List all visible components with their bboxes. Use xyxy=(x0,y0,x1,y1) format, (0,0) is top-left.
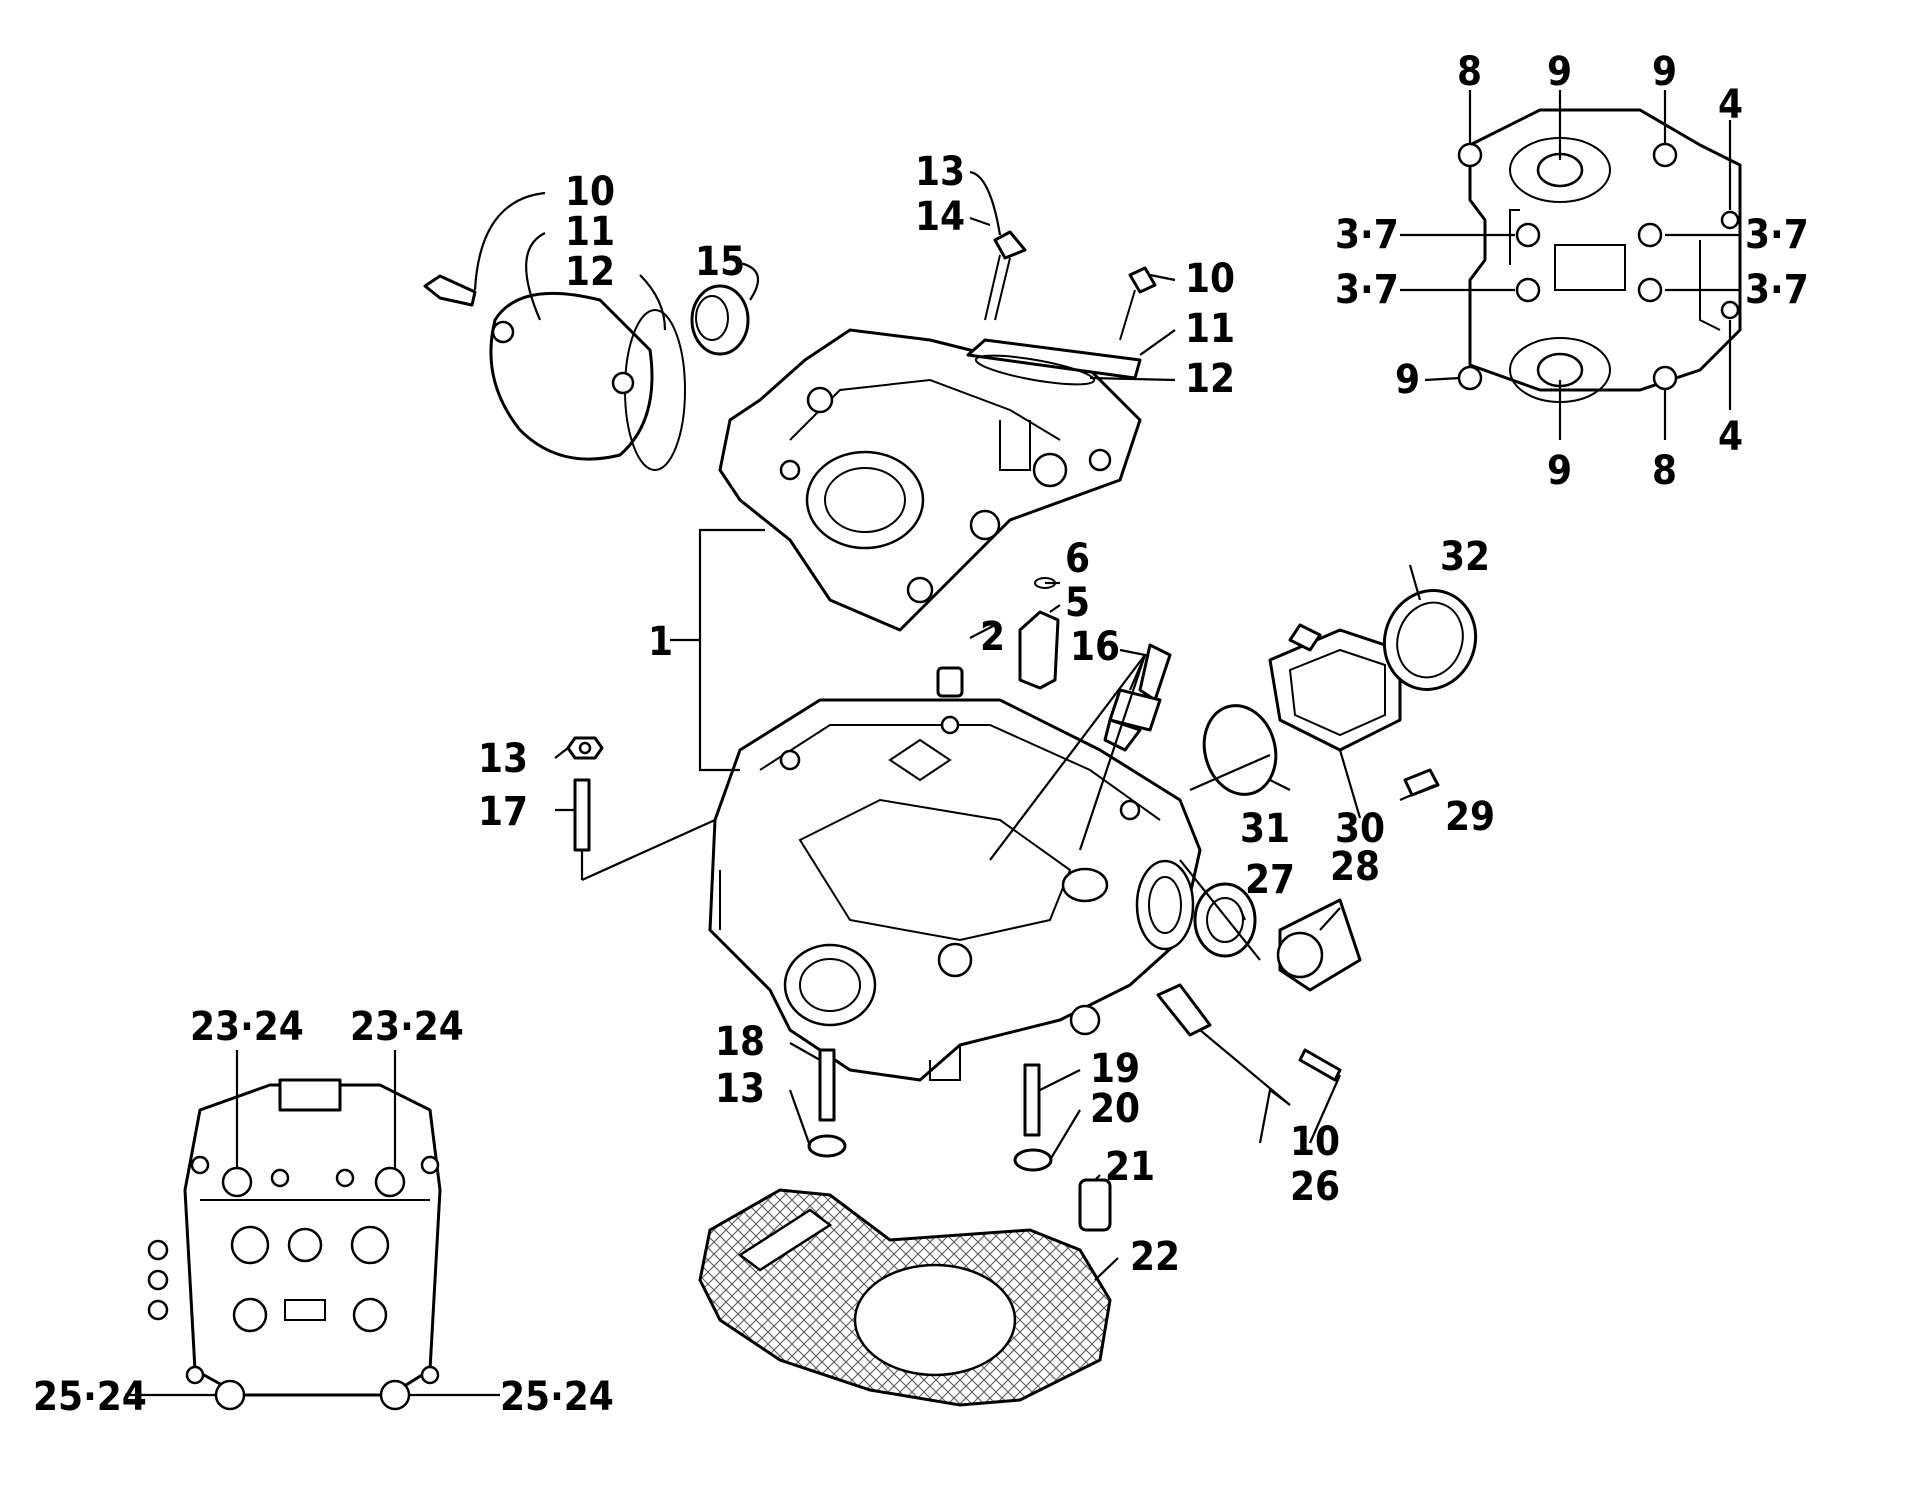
callout-13-bottom: 13 xyxy=(715,1066,765,1112)
inset-label-9-bottom: 9 xyxy=(1547,448,1572,494)
nut-13-left xyxy=(566,736,604,760)
shim-5-6 xyxy=(1018,577,1060,690)
inset-label-3-7-a: 3·7 xyxy=(1335,212,1399,258)
inset-label-3-7-d: 3·7 xyxy=(1745,267,1809,313)
inset-label-3-7-c: 3·7 xyxy=(1745,212,1809,258)
callout-22: 22 xyxy=(1130,1234,1180,1280)
temp-sensor-26 xyxy=(1156,983,1291,1106)
callout-10-lower: 10 xyxy=(1290,1119,1340,1165)
callout-11-right: 11 xyxy=(1185,306,1235,352)
callout-11-left: 11 xyxy=(565,209,615,255)
callout-5: 5 xyxy=(1065,580,1090,626)
inset-label-25-24-right: 25·24 xyxy=(500,1374,614,1420)
callout-29: 29 xyxy=(1445,794,1495,840)
callout-15: 15 xyxy=(695,239,745,285)
callout-31: 31 xyxy=(1240,806,1290,852)
callout-14: 14 xyxy=(915,194,965,240)
leader-lines xyxy=(125,90,1740,1397)
callout-2: 2 xyxy=(980,614,1005,660)
thermostat-27 xyxy=(1193,882,1257,958)
callout-12-right: 12 xyxy=(1185,356,1235,402)
callout-labels: 1 2 6 5 16 10 11 12 15 13 14 10 11 12 13… xyxy=(33,49,1809,1420)
callout-12-left: 12 xyxy=(565,249,615,295)
stud-17 xyxy=(573,778,591,852)
callout-6: 6 xyxy=(1065,536,1090,582)
callout-27: 27 xyxy=(1245,857,1295,903)
cover-plate xyxy=(966,230,1157,386)
hose-clamp-32 xyxy=(1382,589,1478,691)
callout-10-left: 10 xyxy=(565,169,615,215)
inset-label-4-top: 4 xyxy=(1718,82,1743,128)
callout-18: 18 xyxy=(715,1019,765,1065)
callout-17: 17 xyxy=(478,789,528,835)
water-outlet-28 xyxy=(1276,898,1362,992)
callout-16: 16 xyxy=(1070,624,1120,670)
head-gasket-22 xyxy=(698,1188,1112,1407)
cylinder-head xyxy=(708,698,1202,1082)
inset-head-bottom-view xyxy=(147,1078,442,1411)
outlet-housing-30 xyxy=(1268,623,1402,752)
callout-28: 28 xyxy=(1330,844,1380,890)
screw-29 xyxy=(1403,768,1440,797)
inset-label-8-bottom: 8 xyxy=(1652,448,1677,494)
stud-19 xyxy=(1013,1063,1053,1172)
o-ring-31 xyxy=(1202,704,1278,796)
inset-label-3-7-b: 3·7 xyxy=(1335,267,1399,313)
callout-26: 26 xyxy=(1290,1164,1340,1210)
callout-10-right: 10 xyxy=(1185,256,1235,302)
inset-label-23-24-left: 23·24 xyxy=(190,1004,304,1050)
callout-19: 19 xyxy=(1090,1046,1140,1092)
inset-cover-top-view xyxy=(1457,108,1742,403)
inset-label-23-24-right: 23·24 xyxy=(350,1004,464,1050)
callout-30: 30 xyxy=(1335,806,1385,852)
callout-1: 1 xyxy=(648,619,673,665)
inset-label-8-top: 8 xyxy=(1457,49,1482,95)
callout-20: 20 xyxy=(1090,1086,1140,1132)
tappet-cover-cap xyxy=(423,274,686,471)
bolt-10-lower xyxy=(1298,1048,1342,1082)
callout-21: 21 xyxy=(1105,1144,1155,1190)
inset-label-9-top-a: 9 xyxy=(1547,49,1572,95)
valve-cover xyxy=(718,328,1142,632)
callout-13-top: 13 xyxy=(915,149,965,195)
callout-13-left: 13 xyxy=(478,736,528,782)
inset-label-25-24-left: 25·24 xyxy=(33,1374,147,1420)
inset-label-9-top-b: 9 xyxy=(1652,49,1677,95)
inset-label-9-left: 9 xyxy=(1395,357,1420,403)
plug-15 xyxy=(690,284,750,356)
callout-32: 32 xyxy=(1440,534,1490,580)
stud-18 xyxy=(807,1048,847,1158)
inset-label-4-bottom: 4 xyxy=(1718,414,1743,460)
dowel-2 xyxy=(936,666,964,698)
